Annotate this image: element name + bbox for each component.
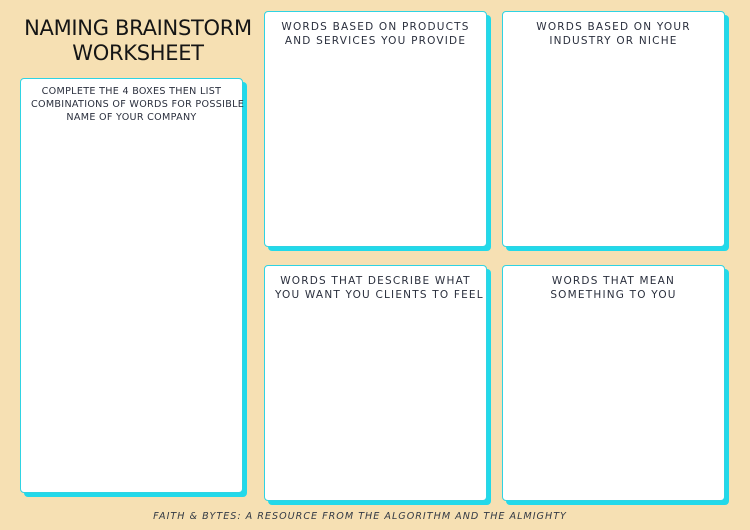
- products-services-box[interactable]: WORDS BASED ON PRODUCTS AND SERVICES YOU…: [264, 11, 487, 247]
- products-services-label: WORDS BASED ON PRODUCTS AND SERVICES YOU…: [265, 12, 486, 48]
- industry-niche-label: WORDS BASED ON YOUR INDUSTRY OR NICHE: [503, 12, 724, 48]
- client-feel-line-2: YOU WANT YOU CLIENTS TO FEEL: [275, 289, 484, 301]
- instructions-line-2: COMBINATIONS OF WORDS FOR POSSIBLE: [31, 99, 245, 110]
- personal-meaning-line-1: WORDS THAT MEAN: [551, 275, 676, 287]
- instructions-line-3: NAME OF YOUR COMPANY: [66, 112, 197, 123]
- personal-meaning-label: WORDS THAT MEAN SOMETHING TO YOU: [503, 266, 724, 302]
- industry-niche-line-2: INDUSTRY OR NICHE: [549, 35, 678, 47]
- personal-meaning-line-2: SOMETHING TO YOU: [550, 289, 677, 301]
- page-title-line-2: WORKSHEET: [72, 41, 204, 65]
- products-services-line-1: WORDS BASED ON PRODUCTS: [281, 21, 470, 33]
- industry-niche-line-1: WORDS BASED ON YOUR: [536, 21, 691, 33]
- instructions-label: COMPLETE THE 4 BOXES THEN LIST COMBINATI…: [21, 79, 245, 124]
- page-title-line-1: NAMING BRAINSTORM: [24, 16, 252, 40]
- client-feel-line-1: WORDS THAT DESCRIBE WHAT: [280, 275, 471, 287]
- client-feel-box[interactable]: WORDS THAT DESCRIBE WHAT YOU WANT YOU CL…: [264, 265, 487, 501]
- page-title: NAMING BRAINSTORM WORKSHEET: [18, 16, 258, 66]
- industry-niche-box[interactable]: WORDS BASED ON YOUR INDUSTRY OR NICHE: [502, 11, 725, 247]
- instructions-box[interactable]: COMPLETE THE 4 BOXES THEN LIST COMBINATI…: [20, 78, 245, 493]
- products-services-line-2: AND SERVICES YOU PROVIDE: [284, 35, 467, 47]
- footer-credit: FAITH & BYTES: A RESOURCE FROM THE ALGOR…: [153, 511, 567, 522]
- client-feel-label: WORDS THAT DESCRIBE WHAT YOU WANT YOU CL…: [265, 266, 486, 302]
- personal-meaning-box[interactable]: WORDS THAT MEAN SOMETHING TO YOU: [502, 265, 725, 501]
- instructions-line-1: COMPLETE THE 4 BOXES THEN LIST: [41, 86, 222, 97]
